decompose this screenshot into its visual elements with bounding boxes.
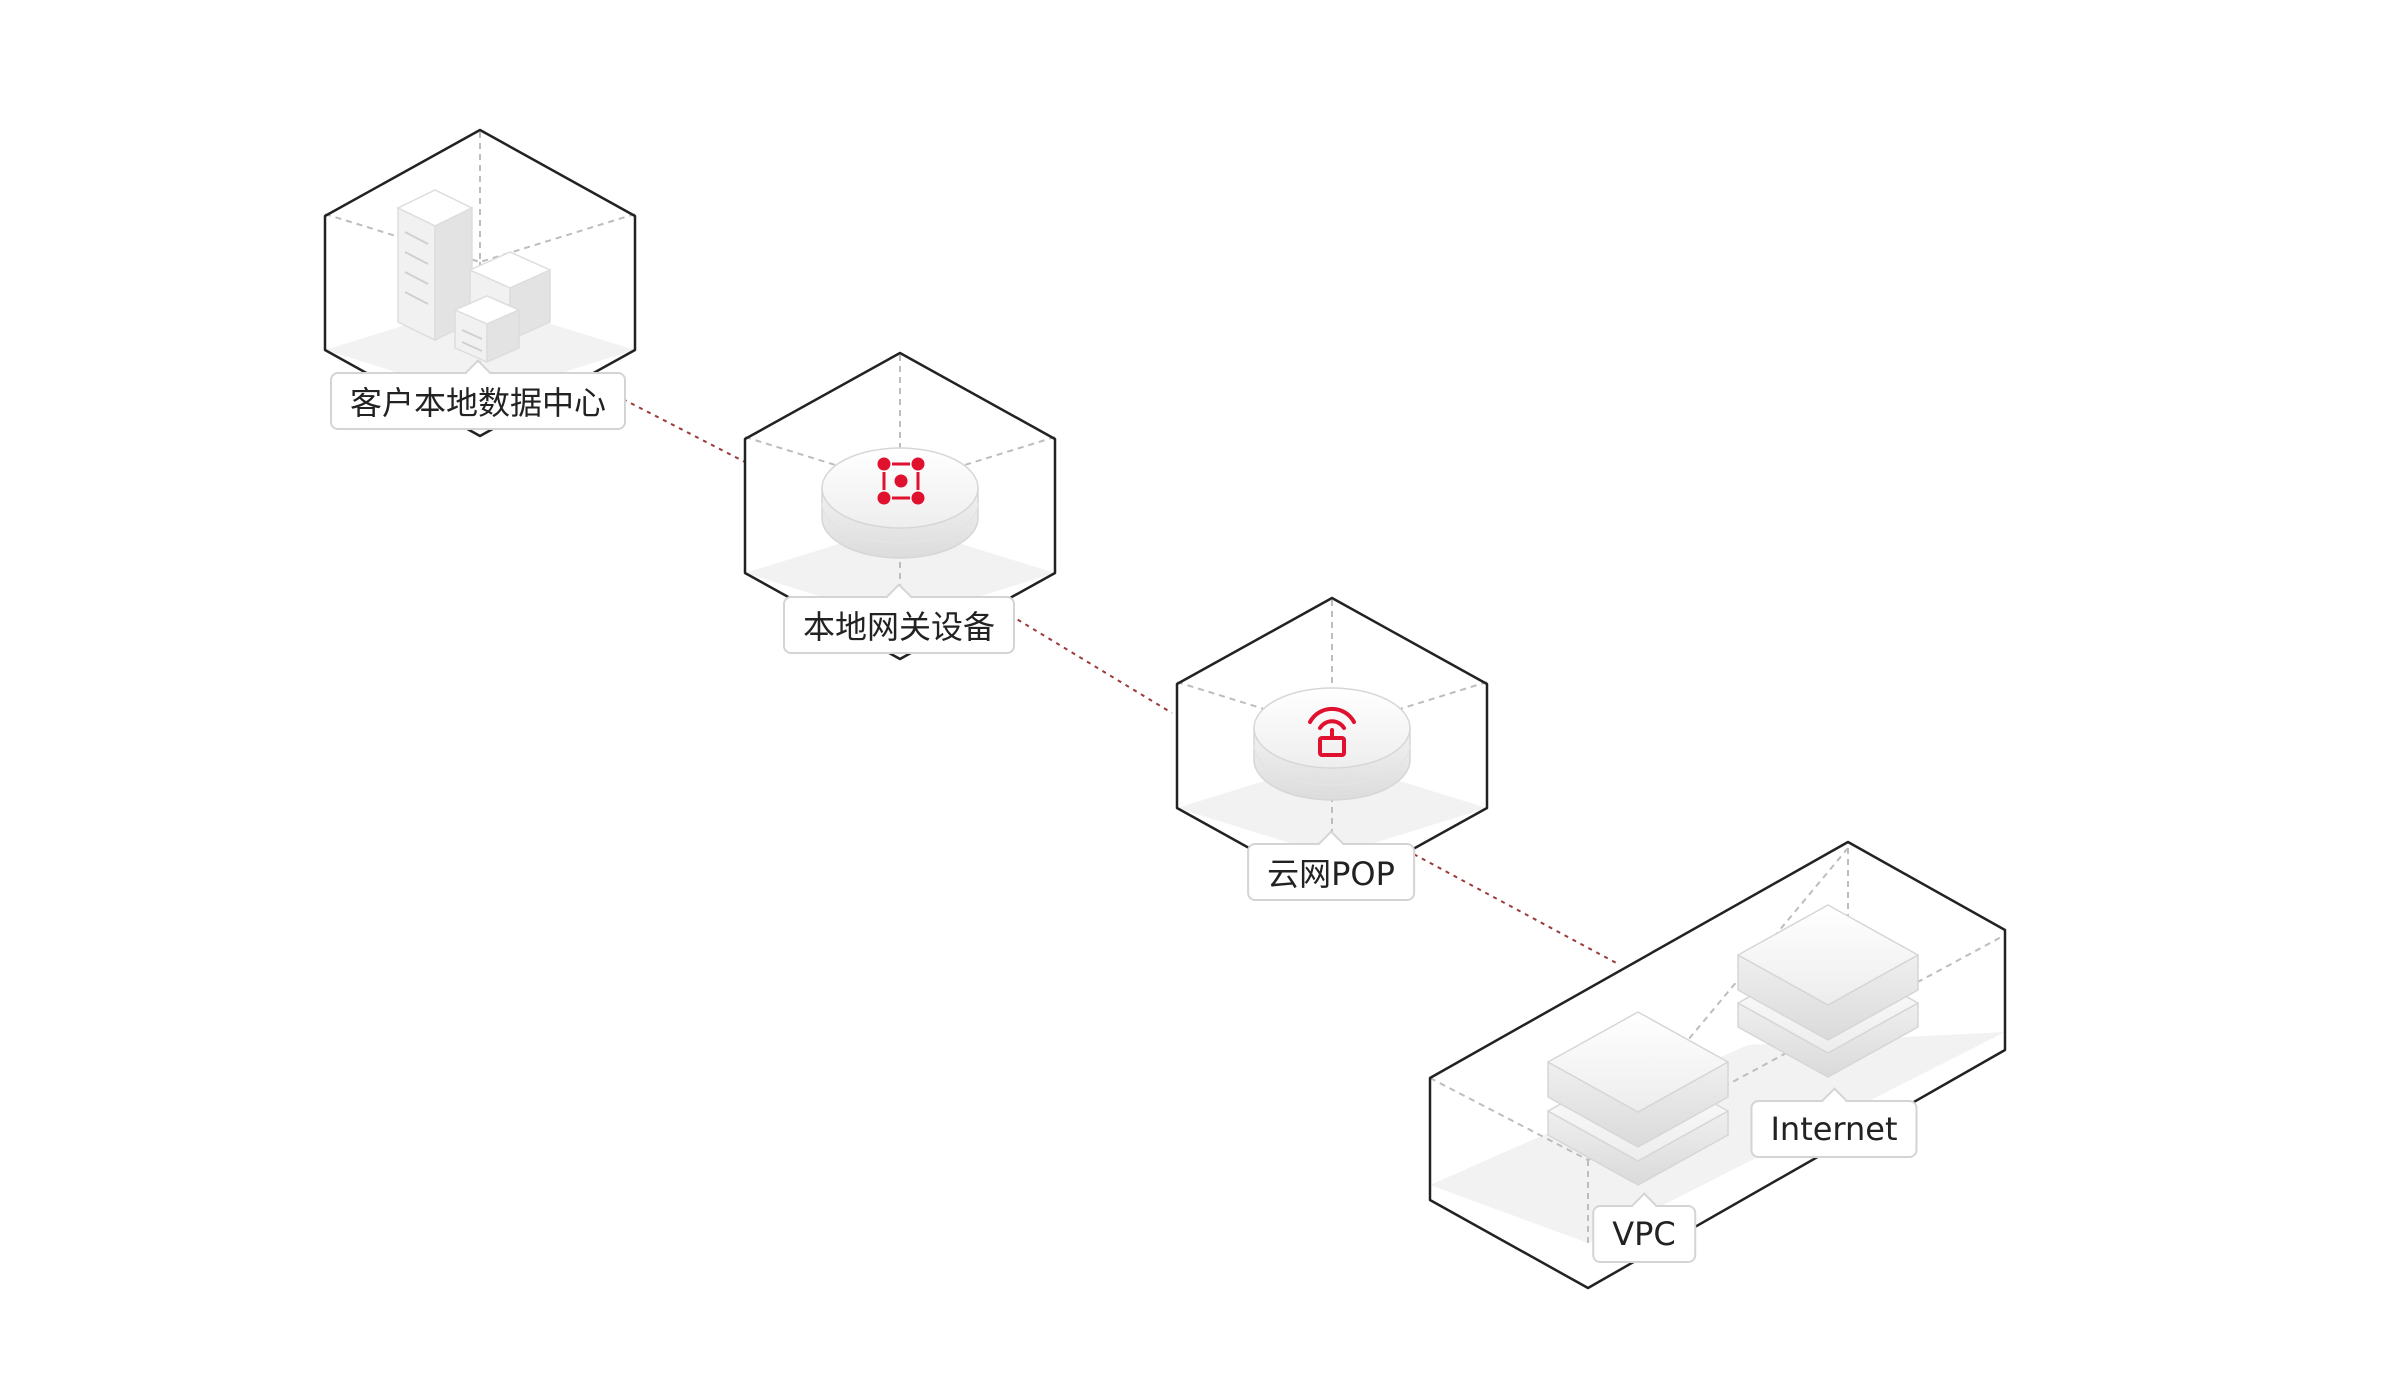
cloud-box (1428, 840, 2007, 1290)
vpc-block-icon (1547, 1011, 1729, 1186)
box-outline (743, 351, 1057, 661)
internet-label: Internet (1750, 1100, 1918, 1158)
vpc-label: VPC (1592, 1205, 1696, 1263)
pop-box (1175, 596, 1489, 896)
connection-pop-cloud (1405, 849, 1621, 966)
gateway-disc (821, 447, 979, 559)
box-outline (1428, 840, 2007, 1290)
building-icon (396, 189, 552, 364)
connection-lines (614, 394, 1621, 966)
pop-label: 云网POP (1247, 843, 1415, 901)
internet-block-icon (1737, 904, 1919, 1078)
connection-gateway-pop (1009, 614, 1173, 714)
wireless-router-icon (1308, 706, 1356, 757)
pop-disc (1253, 687, 1411, 801)
gateway-nodes-icon (877, 457, 925, 505)
connection-datacenter-gateway (614, 394, 746, 463)
datacenter-label: 客户本地数据中心 (329, 372, 627, 430)
gateway-label: 本地网关设备 (782, 596, 1016, 654)
box-outline (323, 128, 637, 438)
